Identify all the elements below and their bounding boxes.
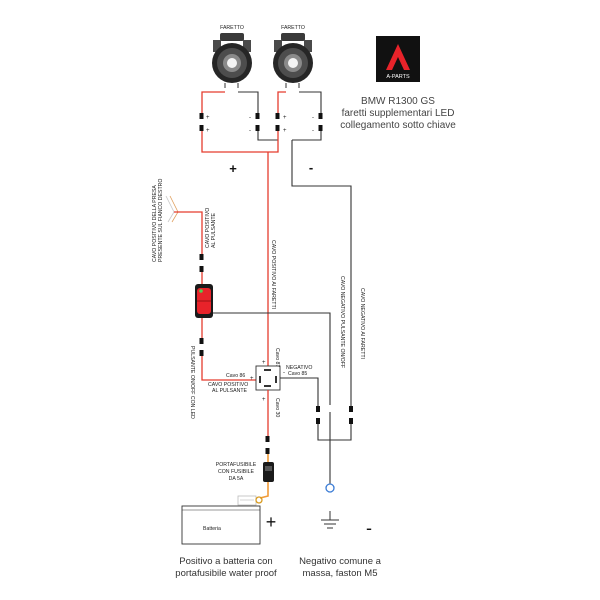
title-line2: faretti supplementari LED — [342, 108, 455, 119]
brand-name: A-PARTS — [386, 74, 410, 80]
ground-symbol — [321, 511, 339, 529]
right-lamp-minus-bottom: - — [312, 128, 314, 134]
switch-pos-label-line2: AL PULSANTE — [211, 212, 217, 248]
relay-plus-left: + — [250, 376, 254, 382]
battery — [181, 495, 263, 545]
lamp-wiring-right — [268, 91, 323, 153]
relay-85-wire — [280, 377, 319, 406]
left-lamp — [212, 33, 252, 88]
battery-caption-line2: portafusibile water proof — [175, 568, 277, 579]
switch-label: PULSANTE ON/OFF CON LED — [189, 346, 195, 419]
right-lamp-label: FARETTO — [281, 25, 305, 31]
a-parts-logo: A-PARTS — [376, 36, 420, 82]
left-lamp-minus-bottom: - — [249, 128, 251, 134]
relay-negativo-line1: NEGATIVO — [286, 365, 312, 371]
relay-minus-right: - — [283, 370, 285, 376]
relay — [255, 365, 281, 391]
battery-plus-sign: + — [266, 512, 277, 532]
relay-cavo87: Cavo 87 — [274, 348, 280, 367]
relay-negativo-line2: Cavo 85 — [288, 371, 307, 377]
left-lamp-minus-top: - — [249, 115, 251, 121]
relay-plus-bottom: + — [262, 397, 266, 403]
positive-sign-lamps: + — [229, 161, 237, 176]
left-lamp-label: FARETTO — [220, 25, 244, 31]
socket-label-line2: PRESENTE SUL FIANCO DESTRO — [158, 179, 164, 262]
socket-positive-wire — [165, 195, 204, 286]
battery-caption-line1: Positivo a batteria con — [179, 556, 272, 567]
switch-to-relay-wire — [199, 318, 256, 381]
relay-30-to-fuse — [265, 390, 270, 462]
fuse-label-line1: PORTAFUSIBILE — [216, 462, 257, 468]
switch-negative-wire — [213, 312, 331, 405]
on-off-switch — [195, 284, 213, 318]
right-lamp-plus-bottom: + — [283, 128, 287, 134]
lamps-negative-label: CAVO NEGATIVO AI FARETTI — [359, 288, 365, 359]
relay-plus-top: + — [262, 360, 266, 366]
switch-pos-label-line1: CAVO POSITIVO — [205, 208, 211, 248]
relay-positivo-line1: CAVO POSITIVO — [208, 382, 248, 388]
lamps-positive-label: CAVO POSITIVO AI FARETTI — [270, 240, 276, 309]
relay-cavo30: Cavo 30 — [274, 398, 280, 417]
switch-negative-label: CAVO NEGATIVO PULSANTE ON/OFF — [339, 276, 345, 368]
title-line1: BMW R1300 GS — [361, 96, 435, 107]
negative-junction — [316, 406, 353, 484]
left-lamp-plus-top: + — [206, 115, 210, 121]
right-lamp-plus-top: + — [283, 115, 287, 121]
left-lamp-plus-bottom: + — [206, 128, 210, 134]
negative-sign-lamps: - — [309, 160, 313, 175]
negative-wire-to-lamps — [291, 140, 352, 406]
relay-positivo-line2: AL PULSANTE — [212, 388, 248, 394]
fuse-label-line2: CON FUSIBILE — [218, 469, 255, 475]
relay-cavo86: Cavo 86 — [226, 373, 245, 379]
fuse-label-line3: DA 5A — [229, 476, 244, 482]
socket-label-line1: CAVO POSITIVO DELLA PRESA — [152, 185, 158, 262]
battery-label: Batteria — [203, 526, 221, 532]
lamp-wiring-left — [199, 91, 278, 153]
title-line3: collegamento sotto chiave — [340, 120, 456, 131]
fuse-holder — [259, 462, 274, 499]
ground-minus-sign: - — [366, 518, 372, 538]
ground-ring-terminal — [325, 483, 335, 493]
ground-caption-line2: massa, faston M5 — [303, 568, 378, 579]
right-lamp-minus-top: - — [312, 115, 314, 121]
right-lamp — [273, 33, 313, 88]
ground-caption-line1: Negativo comune a — [299, 556, 382, 567]
